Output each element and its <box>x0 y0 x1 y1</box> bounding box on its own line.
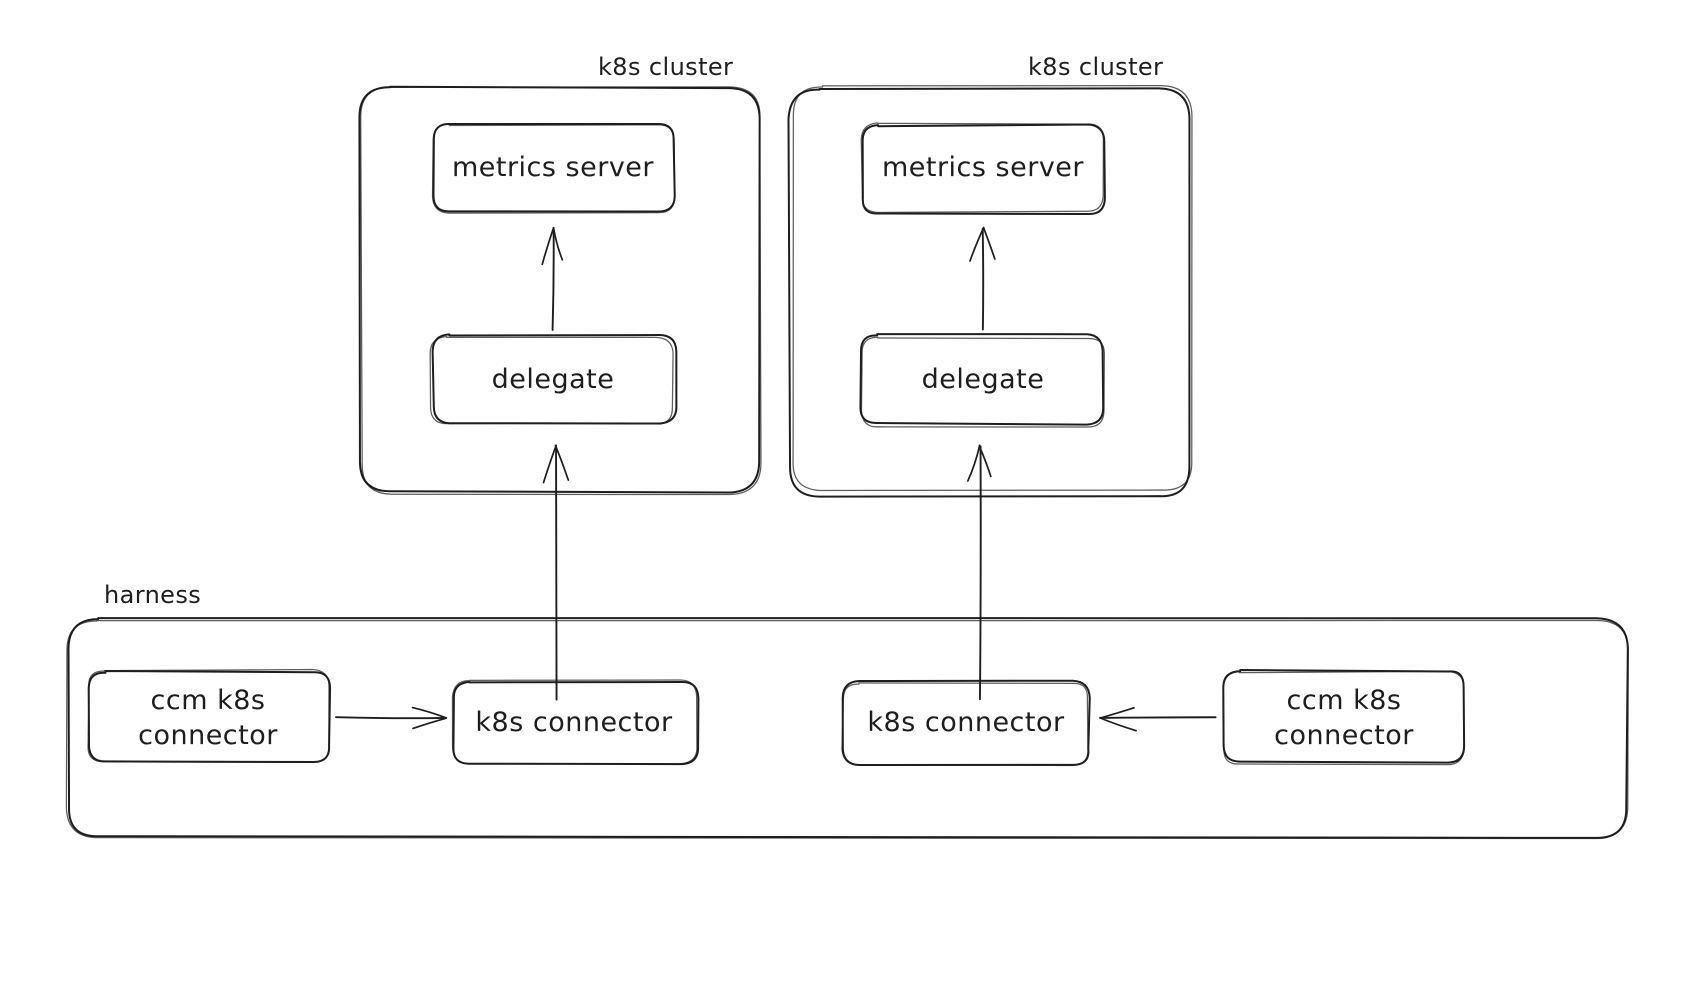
node-k8s-connector-left[interactable]: k8s connector <box>475 707 673 739</box>
cluster-right-label: k8s cluster <box>1028 53 1164 81</box>
node-delegate-left[interactable]: delegate <box>491 364 615 396</box>
cluster-left-label: k8s cluster <box>598 53 734 81</box>
node-k8s-connector-right[interactable]: k8s connector <box>867 707 1065 739</box>
node-ccm-k8s-connector-left[interactable]: ccm k8s connector <box>138 684 278 751</box>
node-delegate-right[interactable]: delegate <box>921 364 1045 396</box>
node-metrics-server-right[interactable]: metrics server <box>881 152 1085 184</box>
node-ccm-k8s-connector-right[interactable]: ccm k8s connector <box>1274 684 1414 751</box>
harness-label: harness <box>104 581 202 609</box>
node-metrics-server-left[interactable]: metrics server <box>451 152 655 184</box>
